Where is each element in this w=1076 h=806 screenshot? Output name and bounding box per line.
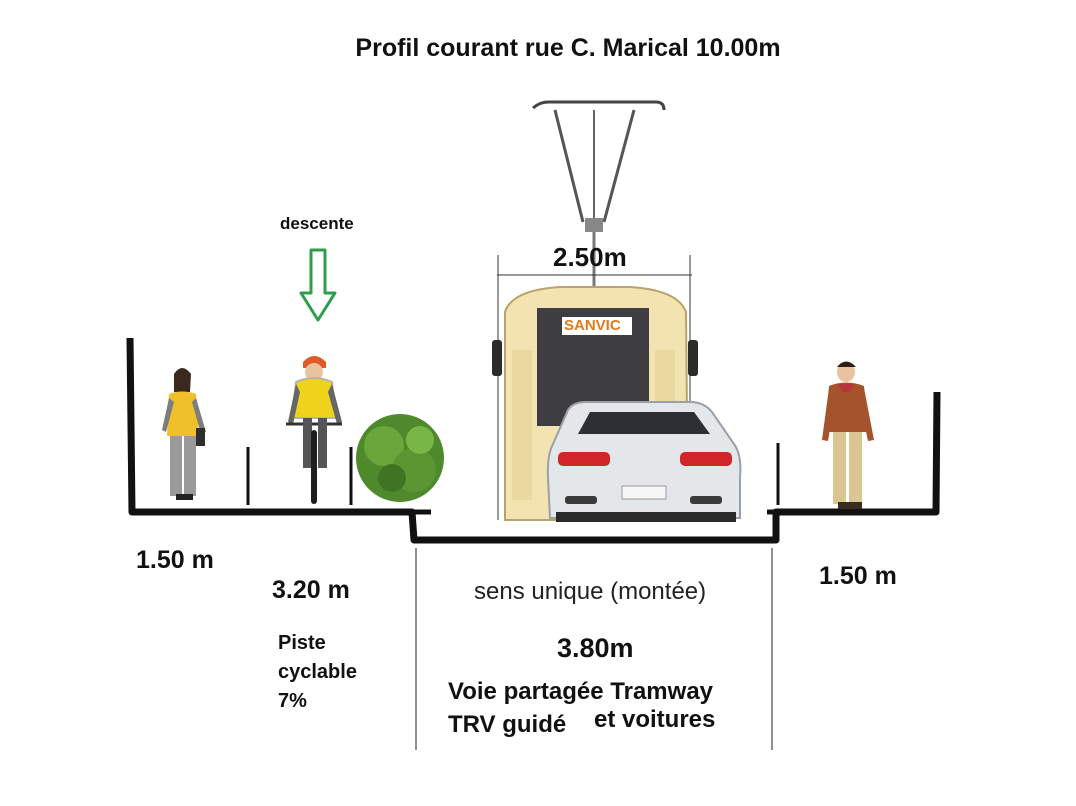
- tram-width-label: 2.50m: [553, 242, 627, 272]
- sidewalk-right-width: 1.50 m: [819, 562, 897, 590]
- direction-label: descente: [280, 214, 354, 233]
- bike-lane-desc-line1: Piste: [278, 632, 326, 654]
- car-icon: [546, 401, 742, 522]
- traffic-note: sens unique (montée): [474, 578, 707, 605]
- pedestrian-man-icon: [822, 361, 874, 509]
- hedge-icon: [356, 414, 444, 502]
- down-arrow-icon: [299, 248, 337, 322]
- roadway-desc-line1: Voie partagée Tramway: [448, 678, 714, 705]
- pantograph-icon: [532, 100, 666, 290]
- bike-lane-width: 3.20 m: [272, 576, 350, 604]
- bike-lane-desc-line3: 7%: [278, 690, 307, 712]
- pedestrian-woman-icon: [162, 368, 206, 500]
- cyclist-icon: [286, 356, 342, 504]
- roadway-desc-line2: TRV guidé: [448, 711, 567, 738]
- sidewalk-left-width: 1.50 m: [136, 546, 214, 574]
- roadway-desc-line3: et voitures: [594, 706, 716, 733]
- ground-profile: [126, 337, 941, 544]
- bike-lane-desc-line2: cyclable: [278, 661, 357, 683]
- tram-destination-sign: SANVIC: [564, 317, 621, 334]
- bike-lane-description: Piste cyclable 7%: [278, 629, 357, 716]
- page-title: Profil courant rue C. Marical 10.00m: [355, 34, 781, 62]
- roadway-width: 3.80m: [557, 633, 634, 663]
